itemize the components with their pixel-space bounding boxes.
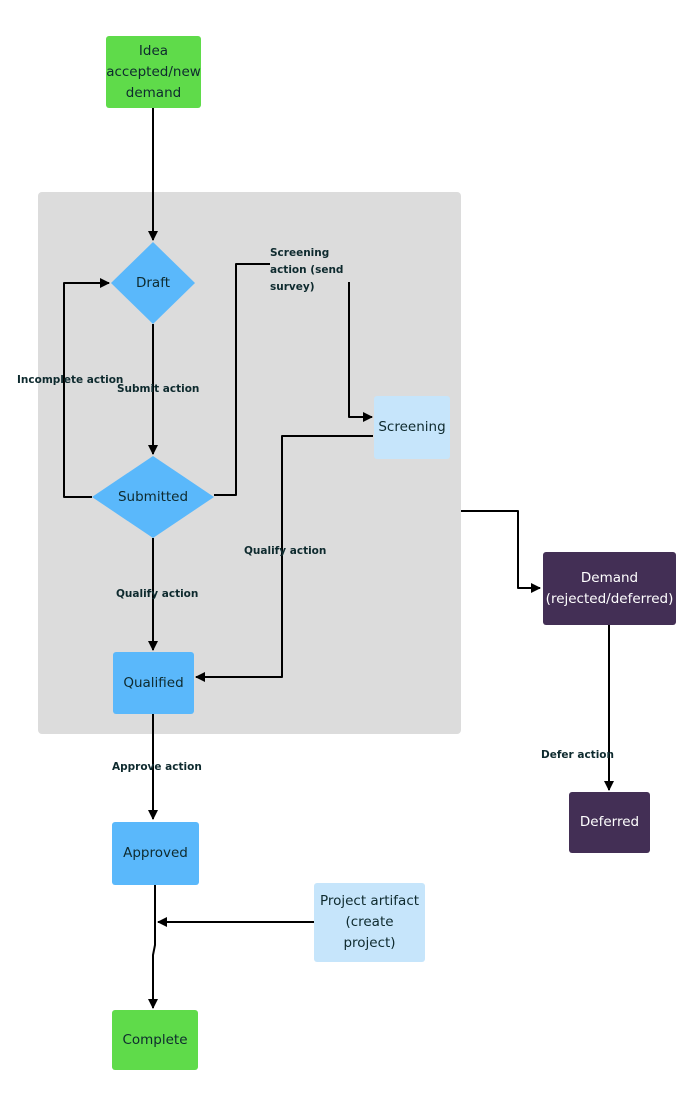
- edge-label-submit-action: Submit action: [117, 383, 200, 395]
- arrow-container-to-demand: [461, 510, 541, 593]
- deferred-label: Deferred: [579, 814, 640, 830]
- arrow-screening-to-qualified: [195, 435, 373, 682]
- idea-node[interactable]: Idea accepted/new demand: [106, 36, 201, 108]
- screening-label: Screening: [378, 419, 446, 435]
- edge-label-approve-action: Approve action: [112, 761, 202, 773]
- demand-label: Demand (rejected/deferred): [545, 569, 674, 607]
- complete-node[interactable]: Complete: [112, 1010, 198, 1070]
- arrow-submitted-to-screening: [214, 263, 270, 496]
- approved-node[interactable]: Approved: [112, 822, 199, 885]
- edge-label-qualify-action-right: Qualify action: [244, 545, 327, 557]
- draft-diamond[interactable]: [111, 242, 195, 324]
- idea-label: Idea accepted/new demand: [106, 42, 201, 101]
- deferred-node[interactable]: Deferred: [569, 792, 650, 853]
- demand-node[interactable]: Demand (rejected/deferred): [543, 552, 676, 625]
- arrow-approved-to-complete: [148, 885, 158, 1009]
- project-artifact-label: Project artifact (create project): [319, 893, 420, 951]
- arrow-incomplete-loop: [63, 278, 110, 498]
- qualified-label: Qualified: [123, 674, 184, 691]
- edge-label-screening-action: Screening action (send survey): [270, 247, 344, 293]
- edge-label-qualify-action-left: Qualify action: [116, 588, 199, 600]
- edge-label-incomplete-action: Incomplete action: [17, 374, 124, 386]
- workflow-container: [38, 192, 461, 734]
- arrow-screening-label-to-screening: [348, 282, 373, 422]
- approved-label: Approved: [123, 845, 188, 861]
- screening-node[interactable]: Screening: [374, 396, 450, 459]
- qualified-node[interactable]: Qualified: [113, 652, 194, 714]
- project-artifact-node[interactable]: Project artifact (create project): [314, 883, 425, 962]
- submitted-diamond[interactable]: [92, 456, 214, 538]
- edge-label-defer-action: Defer action: [541, 749, 614, 761]
- complete-label: Complete: [122, 1031, 188, 1048]
